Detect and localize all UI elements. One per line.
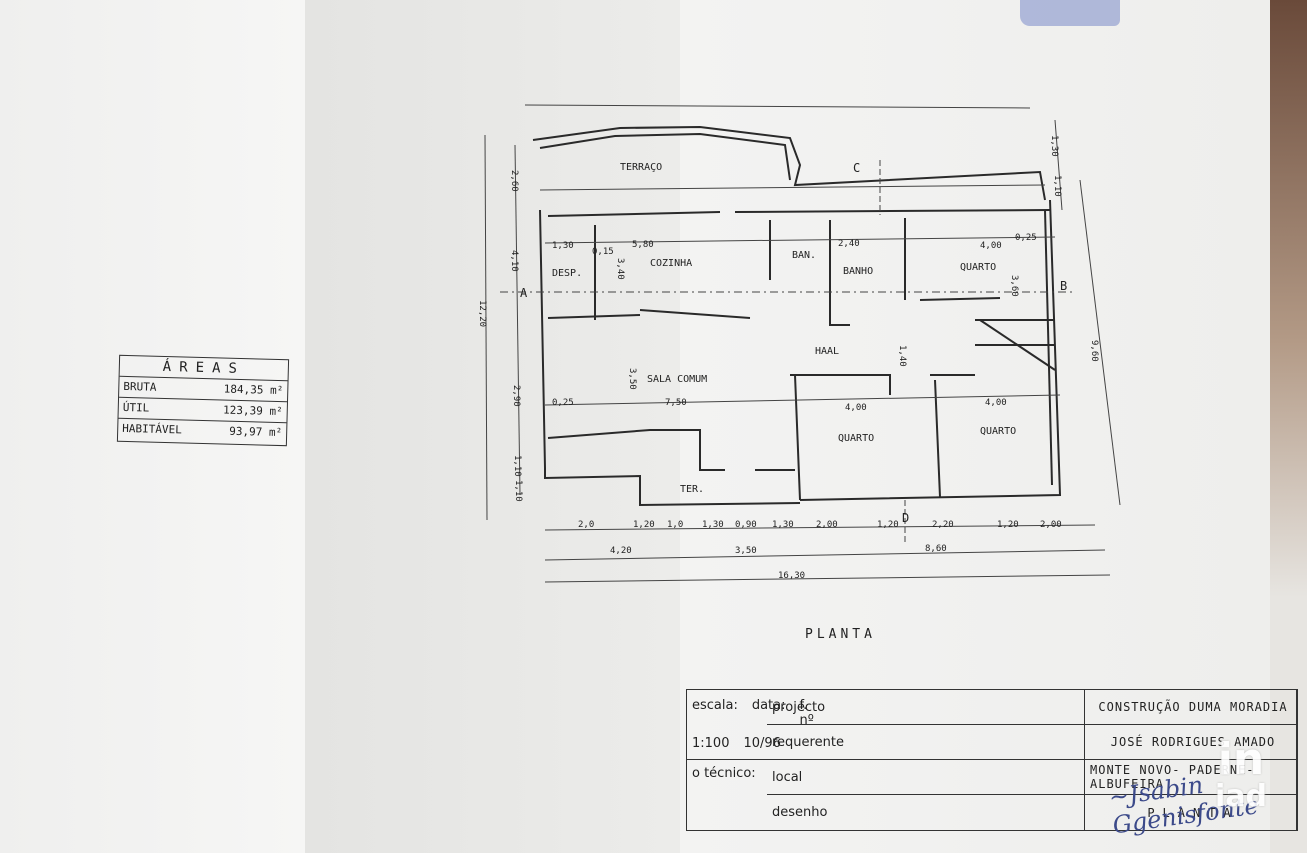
room-labels: TERRAÇO DESP. COZINHA BAN. BANHO QUARTO … [552,162,1016,495]
local-label: local [767,760,1085,795]
plan-title: PLANTA [805,627,876,642]
walls [532,125,1062,507]
dim-label: 1,30 [1049,135,1059,157]
fn-label: f. nº [799,698,814,728]
dim-label: 2,60 [509,170,519,192]
dim-label: 3,50 [735,546,757,556]
dim-label: 4,00 [845,403,867,413]
dim-label: 5,80 [632,240,654,250]
section-marker-d: D [902,511,909,525]
dim-label: 1,40 [897,345,907,367]
room-quarto: QUARTO [960,262,996,273]
scale-date-cell: escala: data: f. nº 1:100 10/96 [687,690,814,760]
dim-label: 1,10 [512,455,522,477]
desenho-label: desenho [767,795,1085,830]
dim-label: 1,20 [997,520,1019,530]
dim-label: 3,50 [627,368,637,390]
dim-label: 2,20 [932,520,954,530]
tecnico-label: o técnico: [692,766,756,781]
escala-label: escala: [692,698,738,713]
dim-label: 1,20 [633,520,655,530]
dim-label: 1,30 [702,520,724,530]
room-ban: BAN. [792,250,816,261]
requerente-label: requerente [767,725,1085,760]
blue-stamp [1020,0,1120,26]
dim-label: 1,20 [877,520,899,530]
room-banho: BANHO [843,266,873,277]
dim-label: 1,30 [772,520,794,530]
dim-label: 0,15 [592,247,614,257]
projecto-value: CONSTRUÇÃO DUMA MORADIA [1085,690,1297,725]
dim-label: 3,60 [1009,275,1019,297]
tecnico-cell: o técnico: [687,760,767,830]
dim-label: 16,30 [778,571,805,581]
dim-label: 8,60 [925,544,947,554]
dim-label: 3,40 [615,258,625,280]
dim-label: 1,0 [667,520,683,530]
dim-label: 1,30 [552,241,574,251]
section-markers: A B C D [520,161,1067,525]
dim-label: 9,60 [1089,340,1099,362]
section-marker-b: B [1060,279,1067,293]
room-cozinha: COZINHA [650,258,692,269]
room-ter: TER. [680,484,704,495]
paper-left-panel [0,0,305,853]
room-sala-comum: SALA COMUM [647,374,707,385]
dimension-labels: 2,0 1,20 1,0 1,30 0,90 1,30 2,00 1,20 2,… [477,135,1099,581]
dimension-lines [484,104,1121,583]
dim-label: 2,90 [511,385,521,407]
paper-right-panel [680,0,1280,853]
dim-label: 4,10 [509,250,519,272]
data-value: 10/96 [743,736,781,751]
carpet-background [1270,0,1307,853]
dim-label: 0,90 [735,520,757,530]
room-quarto: QUARTO [838,433,874,444]
room-terraco: TERRAÇO [620,162,662,173]
dim-label: 4,20 [610,546,632,556]
dim-label: 2,40 [838,239,860,249]
dim-label: 2,00 [816,520,838,530]
room-haal: HAAL [815,346,839,357]
data-label: data: [751,698,786,713]
section-marker-c: C [853,161,860,175]
projecto-label: projecto [767,690,1085,725]
dim-label: 4,00 [980,241,1002,251]
dim-label: 0,25 [552,398,574,408]
desenho-value: PLANTA [1085,795,1297,830]
dim-label: 1,10 [1052,175,1062,197]
requerente-value: JOSÉ RODRIGUES AMADO [1085,725,1297,760]
dim-label: 1,10 [513,480,523,502]
section-marker-a: A [520,286,528,300]
dim-label: 12,20 [477,300,487,327]
escala-value: 1:100 [692,736,730,751]
room-quarto: QUARTO [980,426,1016,437]
local-value: MONTE NOVO- PADERNE-ALBUFEIRA [1085,760,1297,795]
dim-label: 2,0 [578,520,594,530]
title-block: projecto CONSTRUÇÃO DUMA MORADIA escala:… [686,689,1298,831]
dim-label: 7,50 [665,398,687,408]
paper-fold-panel [305,0,680,853]
dim-label: 0,25 [1015,233,1037,243]
dim-label: 4,00 [985,398,1007,408]
dim-label: 2,00 [1040,520,1062,530]
room-desp: DESP. [552,268,582,279]
